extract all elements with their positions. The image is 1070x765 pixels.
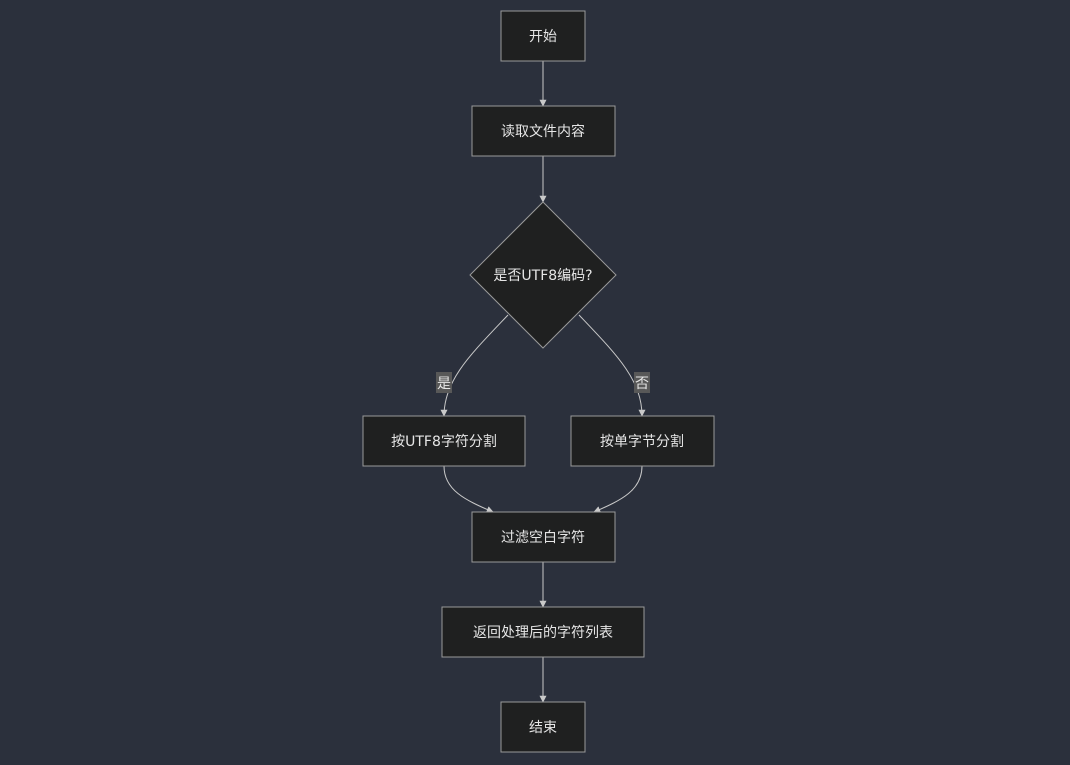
node-return-list: 返回处理后的字符列表: [441, 606, 645, 658]
node-filter-whitespace-label: 过滤空白字符: [501, 530, 585, 546]
node-is-utf8-decision: 是否UTF8编码?: [469, 201, 617, 349]
edge-decision-to-utf8: [440, 314, 509, 417]
edge-byte-to-filter: [593, 465, 643, 513]
node-start-label: 开始: [529, 29, 557, 45]
node-split-utf8-label: 按UTF8字符分割: [391, 433, 497, 450]
edge-label-no: 否: [634, 372, 650, 393]
node-split-byte-label: 按单字节分割: [600, 433, 684, 450]
node-start: 开始: [500, 10, 586, 62]
node-is-utf8-label: 是否UTF8编码?: [493, 268, 592, 284]
node-filter-whitespace: 过滤空白字符: [471, 511, 616, 563]
node-split-utf8: 按UTF8字符分割: [362, 415, 526, 467]
node-end-label: 结束: [529, 720, 557, 736]
node-end: 结束: [500, 701, 586, 753]
node-read-file: 读取文件内容: [471, 105, 616, 157]
edge-decision-to-byte: [578, 314, 646, 417]
node-read-file-label: 读取文件内容: [501, 123, 585, 140]
edge-utf8-to-filter: [443, 465, 494, 513]
edge-label-no-text: 否: [635, 376, 649, 392]
node-split-byte: 按单字节分割: [570, 415, 715, 467]
edge-label-yes: 是: [436, 372, 452, 393]
node-return-list-label: 返回处理后的字符列表: [473, 625, 613, 641]
edge-label-yes-text: 是: [437, 376, 451, 392]
